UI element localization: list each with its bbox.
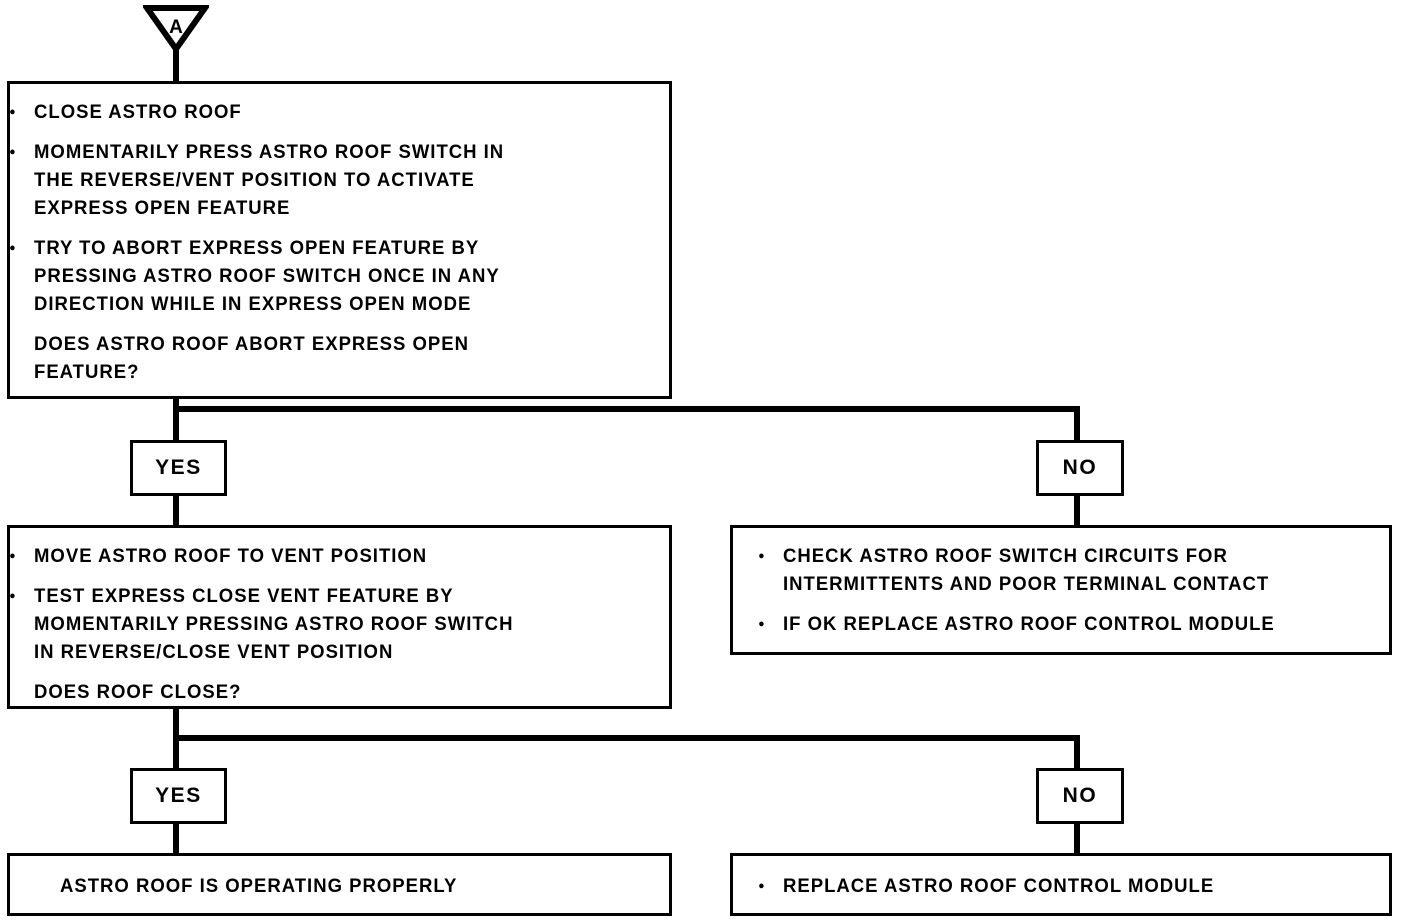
yes-1-to-step2-left xyxy=(173,494,179,528)
branch-bus-1 xyxy=(173,406,1080,412)
no-2-to-result-right xyxy=(1074,822,1080,856)
decision-no-1[interactable]: NO xyxy=(1036,440,1124,496)
connector-label: A xyxy=(169,17,183,38)
step1-bullet-2: MOMENTARILY PRESS ASTRO ROOF SWITCH IN T… xyxy=(9,138,659,222)
decision-no-1-label: NO xyxy=(1062,456,1098,479)
result-right-text: REPLACE ASTRO ROOF CONTROL MODULE xyxy=(758,872,1379,900)
express-open-abort-test-box: CLOSE ASTRO ROOF MOMENTARILY PRESS ASTRO… xyxy=(7,81,672,399)
decision-no-2[interactable]: NO xyxy=(1036,768,1124,824)
off-page-connector-a: A xyxy=(143,3,209,53)
replace-control-module-content: REPLACE ASTRO ROOF CONTROL MODULE xyxy=(733,856,1389,913)
check-switch-circuits-content: CHECK ASTRO ROOF SWITCH CIRCUITS FOR INT… xyxy=(733,528,1389,652)
check-switch-circuits-box: CHECK ASTRO ROOF SWITCH CIRCUITS FOR INT… xyxy=(730,525,1392,655)
step1-bullet-3: TRY TO ABORT EXPRESS OPEN FEATURE BY PRE… xyxy=(9,234,659,318)
step2-left-exit-stem xyxy=(173,706,179,742)
decision-yes-2-label: YES xyxy=(155,784,202,807)
branch-1-no-drop xyxy=(1074,406,1080,442)
result-left-text: ASTRO ROOF IS OPERATING PROPERLY xyxy=(60,875,458,897)
roof-operating-properly-box: ASTRO ROOF IS OPERATING PROPERLY xyxy=(7,853,672,916)
decision-yes-2[interactable]: YES xyxy=(130,768,227,824)
step2-right-bullet-2: IF OK REPLACE ASTRO ROOF CONTROL MODULE xyxy=(758,610,1379,638)
step1-question: DOES ASTRO ROOF ABORT EXPRESS OPEN FEATU… xyxy=(34,333,470,383)
step1-bullet-1: CLOSE ASTRO ROOF xyxy=(9,98,659,126)
step1-exit-stem xyxy=(173,396,179,414)
connector-stem-to-step1 xyxy=(173,44,179,84)
replace-control-module-box: REPLACE ASTRO ROOF CONTROL MODULE xyxy=(730,853,1392,916)
decision-no-2-label: NO xyxy=(1062,784,1098,807)
step2-left-bullet-1: MOVE ASTRO ROOF TO VENT POSITION xyxy=(9,542,659,570)
express-open-abort-test-content: CLOSE ASTRO ROOF MOMENTARILY PRESS ASTRO… xyxy=(9,84,669,396)
yes-2-to-result-left xyxy=(173,822,179,856)
express-close-vent-test-content: MOVE ASTRO ROOF TO VENT POSITION TEST EX… xyxy=(9,528,669,706)
no-1-to-step2-right xyxy=(1074,494,1080,528)
express-close-vent-test-box: MOVE ASTRO ROOF TO VENT POSITION TEST EX… xyxy=(7,525,672,709)
roof-operating-properly-content: ASTRO ROOF IS OPERATING PROPERLY xyxy=(10,856,669,913)
branch-2-no-drop xyxy=(1074,735,1080,771)
triangle-icon: A xyxy=(143,5,209,53)
branch-2-yes-drop xyxy=(173,735,179,771)
decision-yes-1-label: YES xyxy=(155,456,202,479)
branch-1-yes-drop xyxy=(173,406,179,442)
decision-yes-1[interactable]: YES xyxy=(130,440,227,496)
step2-right-bullet-1: CHECK ASTRO ROOF SWITCH CIRCUITS FOR INT… xyxy=(758,542,1379,598)
step2-left-question: DOES ROOF CLOSE? xyxy=(34,681,242,703)
branch-bus-2 xyxy=(173,735,1080,741)
step2-left-bullet-2: TEST EXPRESS CLOSE VENT FEATURE BY MOMEN… xyxy=(9,582,659,666)
